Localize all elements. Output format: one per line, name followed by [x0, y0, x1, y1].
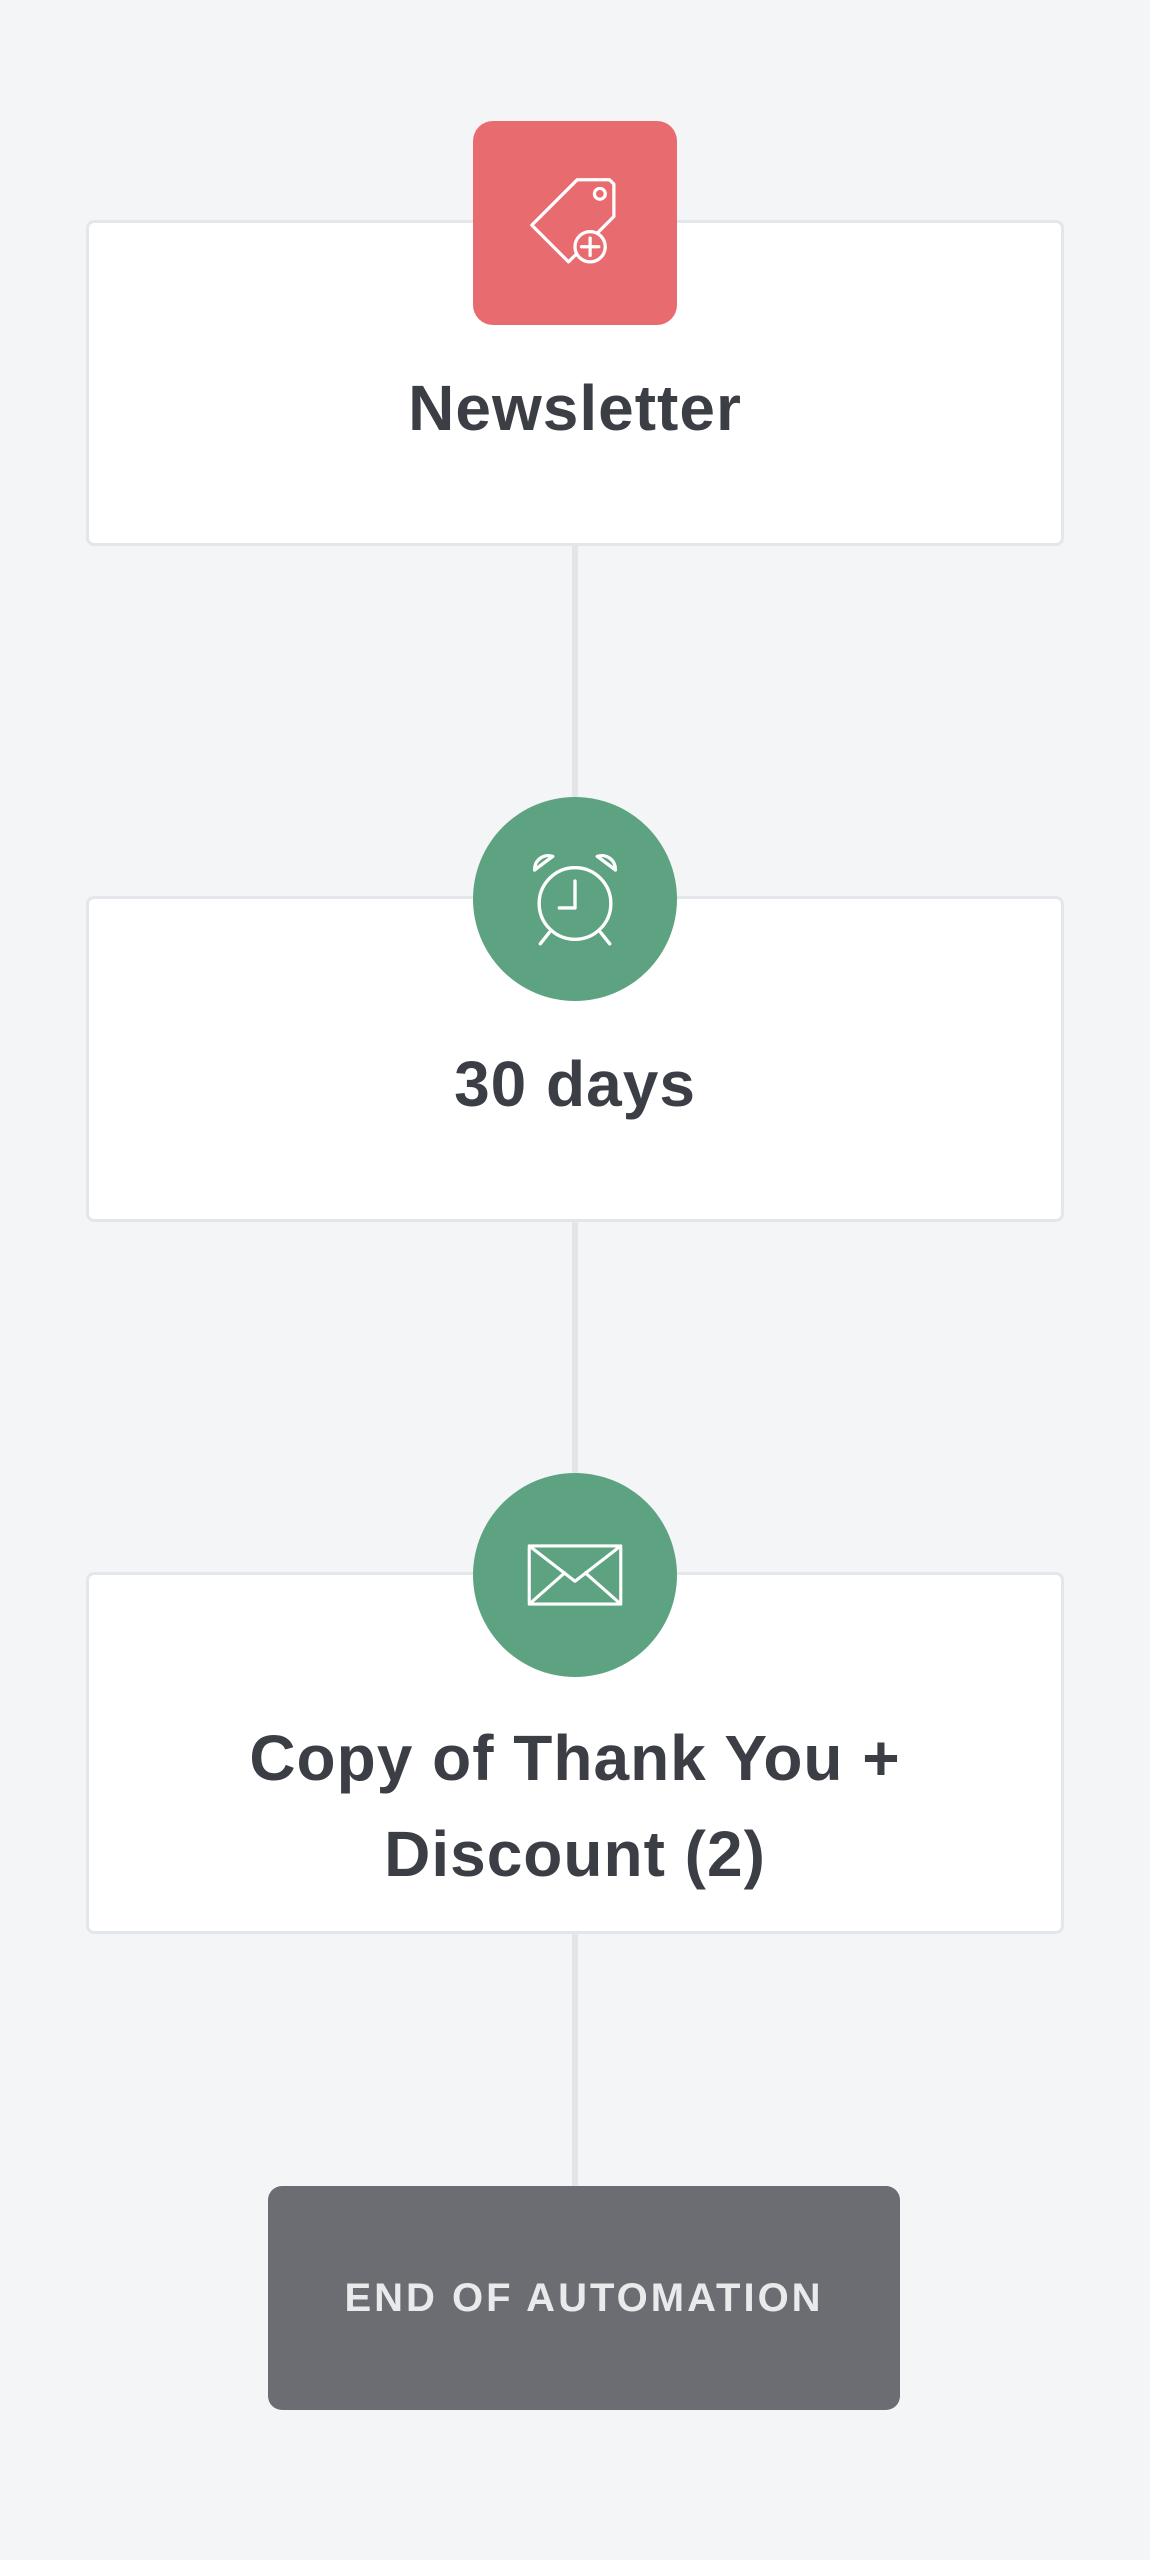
email-label-line1: Copy of Thank You +: [249, 1722, 901, 1794]
delay-label: 30 days: [454, 1048, 696, 1120]
email-card[interactable]: Copy of Thank You + Discount (2): [86, 1572, 1064, 1934]
tag-add-icon: [530, 178, 616, 264]
envelope-icon: [527, 1544, 623, 1606]
trigger-label: Newsletter: [408, 372, 742, 444]
connector-line: [572, 545, 578, 800]
delay-badge[interactable]: [473, 797, 677, 1001]
email-label-line2: Discount (2): [384, 1818, 766, 1890]
email-badge[interactable]: [473, 1473, 677, 1677]
connector-line: [572, 1932, 578, 2188]
alarm-clock-icon: [533, 854, 617, 946]
end-of-automation-button[interactable]: END OF AUTOMATION: [268, 2186, 900, 2410]
connector-line: [572, 1221, 578, 1476]
trigger-badge[interactable]: [473, 121, 677, 325]
end-of-automation-label: END OF AUTOMATION: [344, 2275, 824, 2320]
